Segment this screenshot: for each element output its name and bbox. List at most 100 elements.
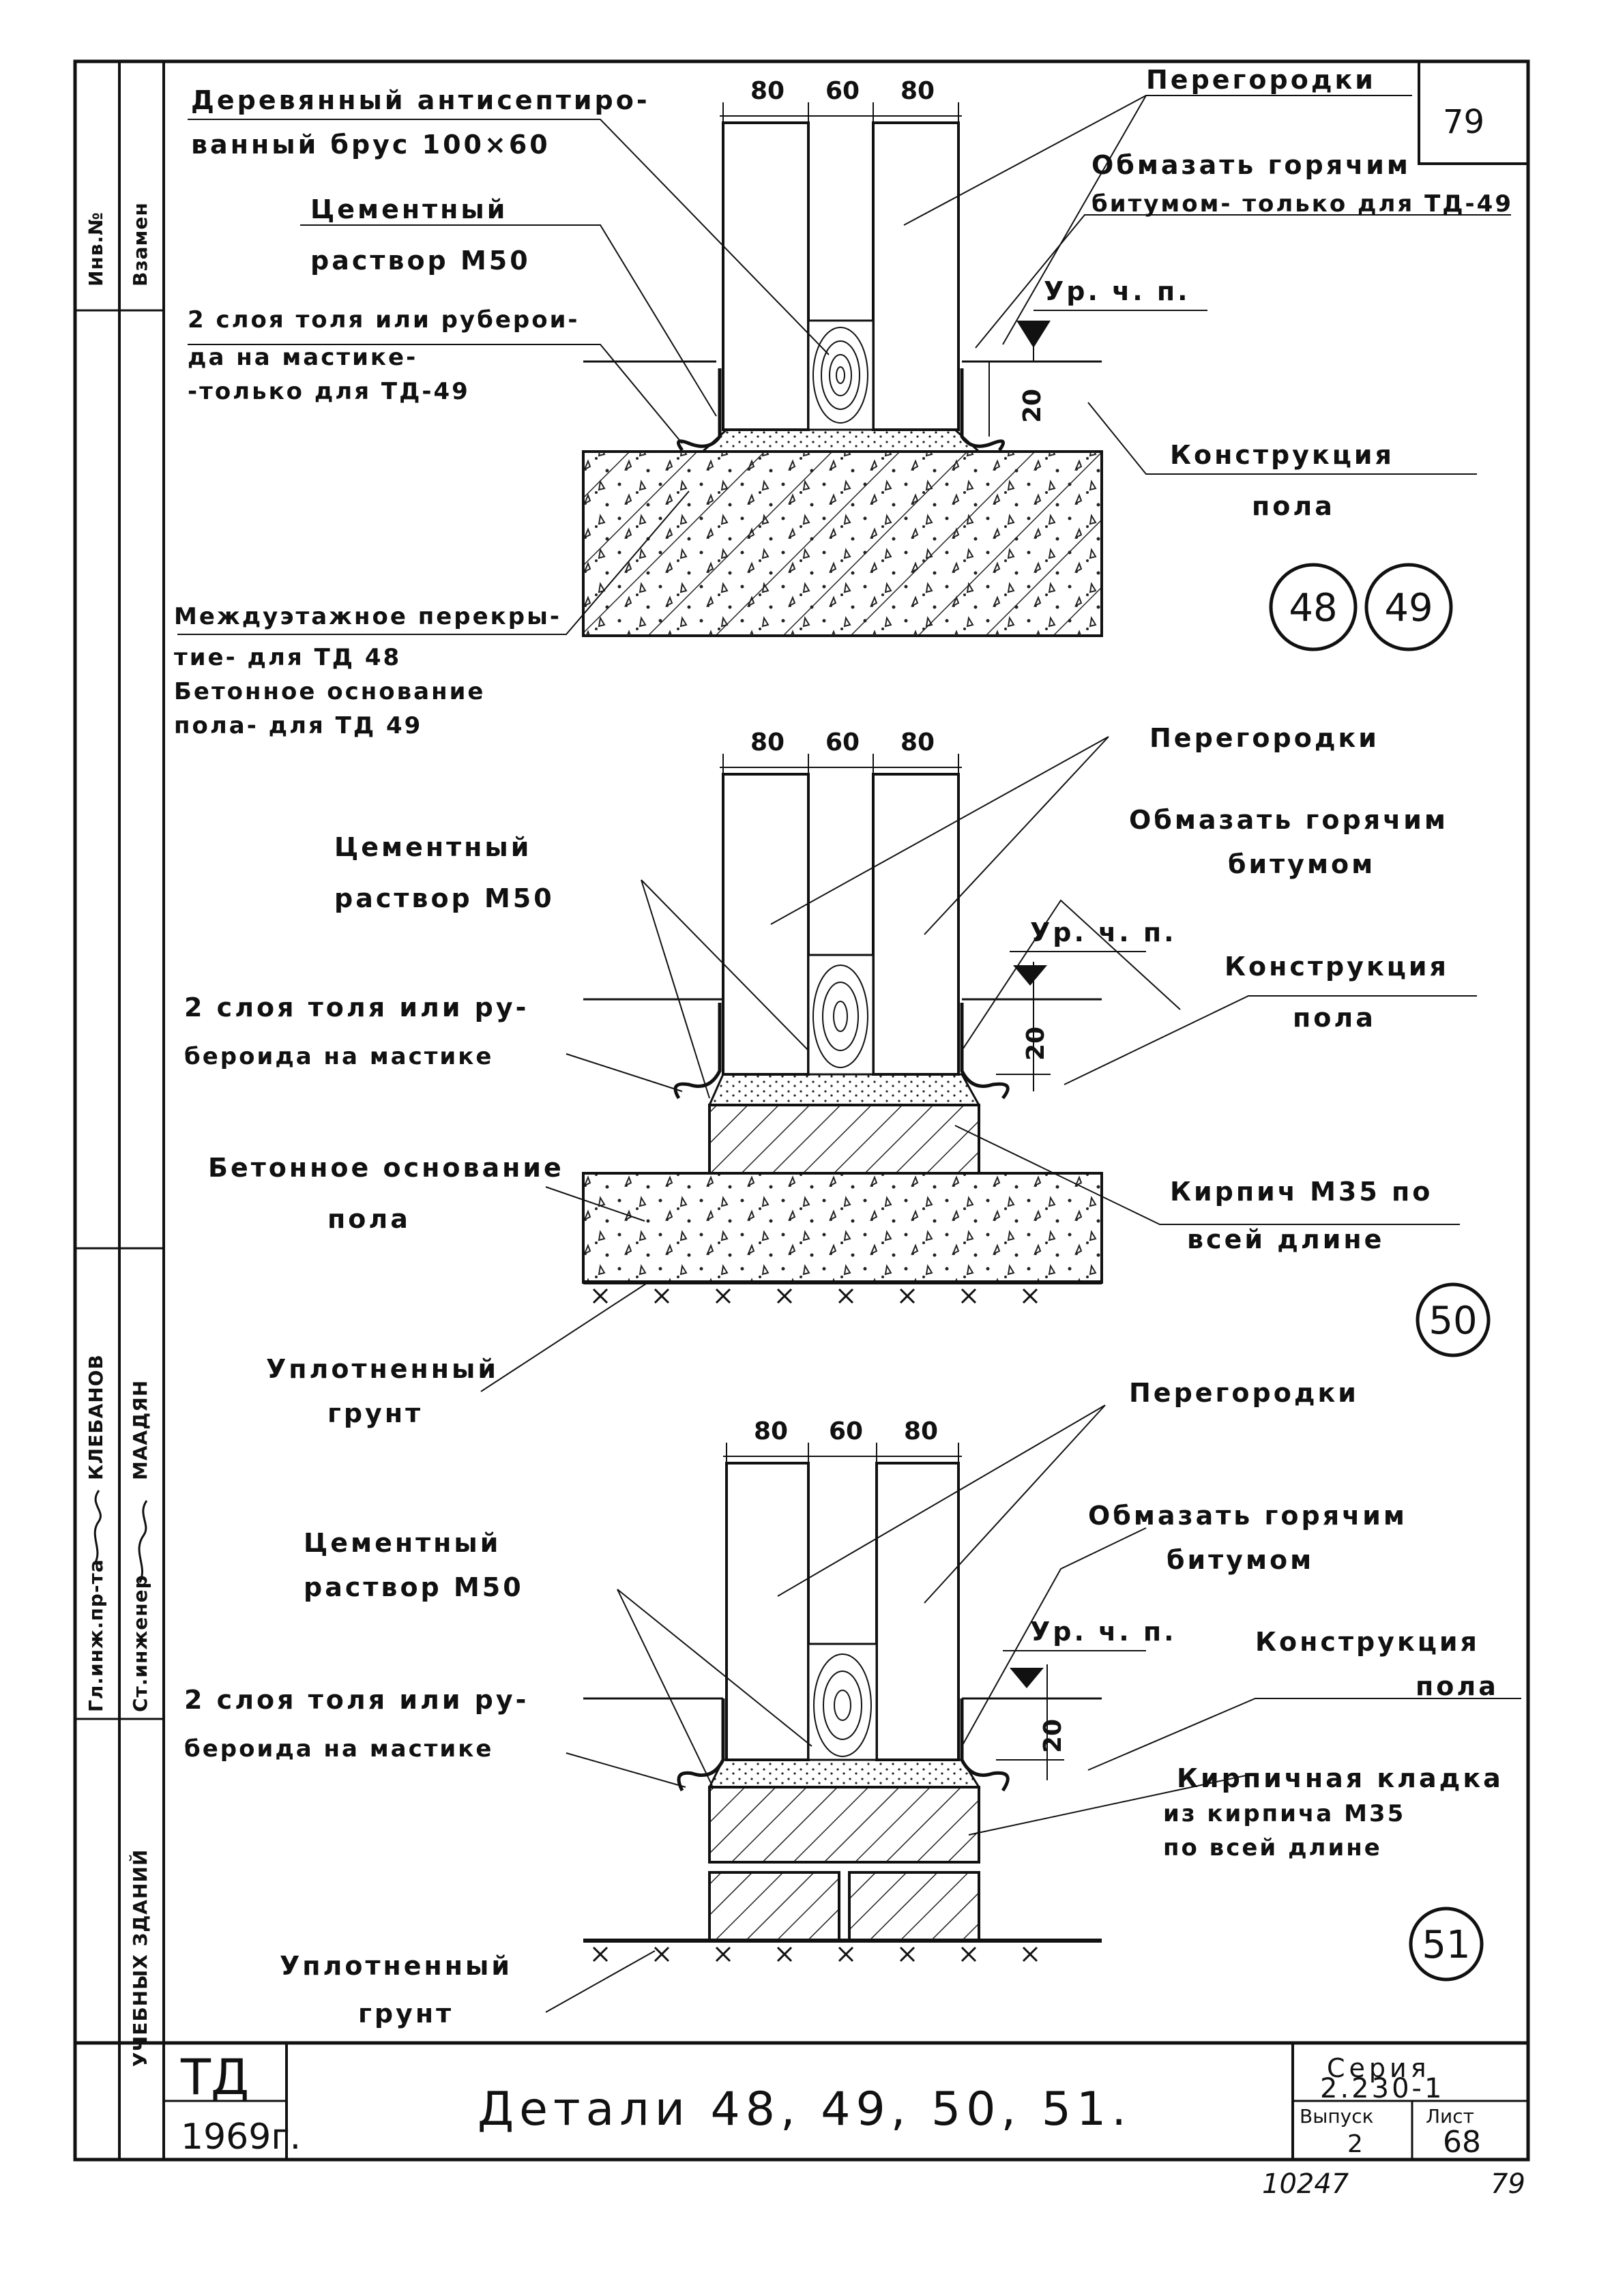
- org-label: УЧЕБНЫХ ЗДАНИЙ: [128, 1849, 151, 2067]
- mortar-48-49: [700, 428, 982, 453]
- tag-51: 51: [1422, 1923, 1470, 1967]
- archive-number: 10247: [1262, 2168, 1349, 2200]
- timber-beam-3: [807, 1643, 878, 1761]
- label-soil-3b: грунт: [358, 1999, 454, 2029]
- label-floor-3a: Конструкция: [1255, 1627, 1480, 1657]
- label-level-1: Ур. ч. п.: [1044, 276, 1190, 306]
- board-left-3: [725, 1462, 810, 1761]
- label-brick-2b: всей длине: [1187, 1224, 1384, 1254]
- label-partitions-3: Перегородки: [1129, 1378, 1359, 1408]
- label-beam-2: ванный брус 100×60: [191, 130, 551, 160]
- dim-20-3: 20: [1039, 1719, 1067, 1753]
- label-tar-2b: бероида на мастике: [184, 1043, 493, 1070]
- timber-beam-2: [807, 954, 875, 1076]
- label-cement-2b: раствор М50: [334, 883, 555, 913]
- label-tar-3b: бероида на мастике: [184, 1735, 493, 1763]
- sheet-label: Лист: [1426, 2105, 1474, 2128]
- label-bitumen-2a: Обмазать горячим: [1129, 805, 1448, 835]
- dim-80-left-2: 80: [750, 728, 785, 756]
- timber-beam-1: [807, 319, 875, 431]
- label-cement-3b: раствор М50: [304, 1572, 524, 1602]
- dim-80-right-1: 80: [900, 77, 935, 105]
- dim-20-2: 20: [1022, 1027, 1050, 1061]
- label-partitions-2: Перегородки: [1149, 723, 1379, 753]
- title-block: ТД 1969г. Детали 48, 49, 50, 51. Серия 2…: [180, 2048, 1481, 2160]
- board-right-1: [872, 121, 960, 431]
- label-masonry-3a: Кирпичная кладка: [1177, 1763, 1504, 1793]
- label-tar-3a: 2 слоя толя или ру-: [184, 1685, 529, 1715]
- td-label: ТД: [180, 2048, 249, 2106]
- dim-80-right-3: 80: [904, 1417, 938, 1445]
- sheet-number-bottom: 79: [1491, 2168, 1525, 2200]
- label-bitumen-1a: Обмазать горячим: [1091, 150, 1411, 180]
- left-strip: Инв.№ Взамен Гл.инж.пр-та Ст.инженер КЛЕ…: [85, 202, 151, 2067]
- label-bitumen-3b: битумом: [1167, 1545, 1314, 1575]
- mortar-50: [707, 1073, 981, 1106]
- label-tar-2a: 2 слоя толя или ру-: [184, 992, 529, 1022]
- label-partitions-1: Перегородки: [1146, 65, 1376, 95]
- label-cement-2a: Цементный: [334, 832, 531, 862]
- label-soil-2a: Уплотненный: [266, 1354, 499, 1384]
- brick-50: [708, 1104, 980, 1175]
- sheet-frame: [73, 59, 1530, 2162]
- tag-circle-50: [1416, 1282, 1491, 1357]
- label-soil-2b: грунт: [327, 1398, 423, 1428]
- dim-20-1: 20: [1019, 389, 1046, 423]
- name-klebanov: КЛЕБАНОВ: [85, 1354, 107, 1480]
- label-slab-1a: Междуэтажное перекры-: [174, 603, 561, 630]
- year-label: 1969г.: [181, 2117, 301, 2158]
- dim-60-1: 60: [825, 77, 860, 105]
- dim-80-right-2: 80: [900, 728, 935, 756]
- vzamen-label: Взамен: [129, 202, 151, 286]
- label-level-2: Ур. ч. п.: [1030, 917, 1177, 947]
- label-cement-3a: Цементный: [304, 1528, 501, 1558]
- label-tar-1c: -только для ТД-49: [188, 378, 470, 405]
- dim-80-left-3: 80: [754, 1417, 788, 1445]
- tag-50: 50: [1428, 1299, 1477, 1343]
- label-slab-1c: Бетонное основание: [174, 678, 485, 705]
- board-right-3: [875, 1462, 960, 1761]
- label-level-3: Ур. ч. п.: [1030, 1617, 1177, 1647]
- series-value: 2.230-1: [1320, 2073, 1444, 2104]
- label-slab-1d: пола- для ТД 49: [174, 712, 422, 739]
- label-slab-1b: тие- для ТД 48: [174, 644, 401, 671]
- mortar-51: [707, 1758, 981, 1789]
- tag-circle-49: [1364, 563, 1453, 651]
- detail-50: 80 60 80 20 Перегородки Обмазать горячим…: [184, 723, 1491, 1428]
- label-bitumen-1b: битумом- только для ТД-49: [1091, 190, 1513, 218]
- dim-60-3: 60: [829, 1417, 863, 1445]
- label-tar-1a: 2 слоя толя или руберои-: [188, 306, 580, 334]
- board-left-2: [722, 773, 810, 1076]
- label-concrete-2a: Бетонное основание: [208, 1153, 564, 1183]
- label-tar-1b: да на мастике-: [188, 344, 417, 371]
- label-beam-1: Деревянный антисептиро-: [191, 85, 650, 115]
- name-maadyan: МААДЯН: [129, 1380, 151, 1480]
- label-masonry-3c: по всей длине: [1163, 1834, 1382, 1861]
- label-cement-1b: раствор М50: [310, 246, 531, 276]
- label-floor-3b: пола: [1416, 1671, 1499, 1701]
- sheet-title: Детали 48, 49, 50, 51.: [478, 2082, 1132, 2136]
- label-concrete-2b: пола: [327, 1204, 411, 1234]
- tag-48: 48: [1289, 586, 1337, 630]
- label-soil-3a: Уплотненный: [280, 1951, 512, 1981]
- chief-eng-label: Гл.инж.пр-та: [85, 1559, 107, 1712]
- issue-value: 2: [1347, 2130, 1363, 2158]
- label-masonry-3b: из кирпича М35: [1163, 1800, 1405, 1827]
- label-floor-2b: пола: [1293, 1003, 1376, 1033]
- signature-2: [138, 1500, 148, 1583]
- tag-circle-51: [1409, 1907, 1484, 1982]
- signature-1: [93, 1490, 102, 1563]
- concrete-base-50: [582, 1172, 1103, 1284]
- senior-eng-label: Ст.инженер: [129, 1574, 151, 1712]
- label-floor-1a: Конструкция: [1170, 440, 1394, 470]
- dim-80-left-1: 80: [750, 77, 785, 105]
- tag-circle-48: [1269, 563, 1358, 651]
- sheet-value: 68: [1443, 2125, 1481, 2160]
- label-bitumen-3a: Обмазать горячим: [1088, 1501, 1407, 1531]
- detail-48-49: 80 60 80 20 Деревянный антисептиро- ванн…: [174, 65, 1513, 739]
- detail-51: 80 60 80 20 Перегородки Обмазать горячим…: [184, 1378, 1521, 2029]
- inv-label: Инв.№: [85, 211, 107, 286]
- label-bitumen-2b: битумом: [1228, 849, 1375, 879]
- series-label: Серия: [1327, 2053, 1431, 2083]
